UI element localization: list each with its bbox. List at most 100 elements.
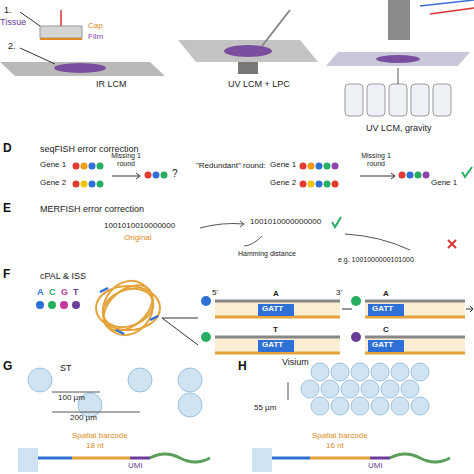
pipette xyxy=(262,10,290,46)
strand-end: 3' xyxy=(336,289,342,298)
gene-label: Gene 2 xyxy=(270,179,296,188)
step-number: 2. xyxy=(8,42,16,52)
laser-beam xyxy=(60,10,62,26)
fluor-dot xyxy=(351,332,361,342)
symbol: ? xyxy=(172,168,178,179)
film xyxy=(40,38,82,40)
spatial-barcode xyxy=(310,457,370,460)
oligo xyxy=(38,457,72,460)
bit-string: e.g. 1001000000101000 xyxy=(338,256,414,264)
part-name: UMI xyxy=(368,462,383,471)
cap xyxy=(40,26,82,38)
base-letter: A xyxy=(37,288,44,298)
fluor-dot xyxy=(201,296,211,306)
beam xyxy=(430,8,474,14)
arrow xyxy=(398,68,399,84)
arrow xyxy=(112,173,395,179)
method-label: Visium xyxy=(282,358,309,368)
dna-nanoball xyxy=(93,272,163,344)
panel-letter: H xyxy=(238,360,247,373)
base-letter: T xyxy=(273,326,278,335)
arrow xyxy=(342,306,473,312)
sequence: GATT xyxy=(372,305,393,314)
umi xyxy=(370,457,390,460)
dimension: 55 µm xyxy=(254,404,276,413)
sequence: GATT xyxy=(372,341,393,350)
leader-line xyxy=(20,48,55,64)
part-name: Spatial barcode xyxy=(72,432,128,441)
part-name: Tissue xyxy=(0,18,26,28)
check-mark xyxy=(462,167,472,177)
tissue xyxy=(224,45,272,57)
part-name: Film xyxy=(88,33,103,42)
glass-slide xyxy=(0,62,165,76)
leader-line xyxy=(162,318,198,319)
bead xyxy=(18,448,38,472)
poly-t xyxy=(150,454,210,462)
color-dots xyxy=(36,301,80,309)
dimension: 100 µm xyxy=(58,394,85,403)
bead xyxy=(252,448,272,472)
spatial-barcode xyxy=(72,457,130,460)
method-label: ST xyxy=(60,364,72,374)
bit-string: 1001010010000000 xyxy=(104,222,175,231)
part-name: Spatial barcode xyxy=(312,432,368,441)
glass-slide xyxy=(326,52,470,66)
gene-label: Gene 2 xyxy=(40,179,66,188)
sequence: GATT xyxy=(262,305,283,314)
panel-letter: F xyxy=(3,268,10,281)
gene-label: Gene 1 xyxy=(431,179,457,188)
base-letter: C xyxy=(49,288,56,298)
arrow-label: Missing 1 round xyxy=(356,152,396,167)
tissue xyxy=(376,55,420,63)
base-letter: A xyxy=(273,290,279,299)
part-name: UMI xyxy=(128,462,143,471)
dimension-line xyxy=(288,382,289,400)
strand-end: 5' xyxy=(212,289,218,298)
cross-mark xyxy=(448,240,456,248)
part-name: 18 nt xyxy=(86,442,104,451)
panel-letter: G xyxy=(3,360,12,373)
base-letter: G xyxy=(61,288,68,298)
poly-t xyxy=(390,454,450,462)
method-label: UV LCM + LPC xyxy=(228,80,290,90)
base-letter: C xyxy=(383,326,389,335)
part-name: 16 nt xyxy=(326,442,344,451)
gene-label: Gene 1 xyxy=(40,161,66,170)
dna-ladder xyxy=(215,301,465,353)
note: Hamming distance xyxy=(238,250,296,258)
base-letter: A xyxy=(383,290,389,299)
beam xyxy=(420,0,474,6)
objective xyxy=(238,62,258,74)
panel-letter: E xyxy=(3,202,11,215)
leader-line xyxy=(162,318,198,345)
arrow xyxy=(345,234,410,250)
probe xyxy=(100,288,158,334)
method-label: UV LCM, gravity xyxy=(366,124,432,134)
gene-label: Gene 1 xyxy=(270,161,296,170)
note: Original xyxy=(124,234,152,243)
method-label: IR LCM xyxy=(96,80,127,90)
capture-spot xyxy=(301,363,429,415)
dimension: 200 µm xyxy=(70,414,97,423)
bit-string: 1001010000000000 xyxy=(250,218,321,227)
step-number: 1. xyxy=(4,6,12,16)
fluor-dot xyxy=(201,332,211,342)
part-name: Cap xyxy=(88,22,103,31)
objective xyxy=(388,0,410,40)
glass-slide xyxy=(178,40,318,62)
tube-strip xyxy=(345,84,451,116)
oligo xyxy=(272,457,310,460)
arrow-label: Missing 1 round xyxy=(106,152,146,167)
umi xyxy=(130,457,150,460)
base-letter: T xyxy=(73,288,79,298)
fluor-dot xyxy=(351,296,361,306)
capture-spot xyxy=(28,368,202,417)
sequence: GATT xyxy=(262,341,283,350)
panel-letter: D xyxy=(3,142,12,155)
tissue xyxy=(54,63,106,73)
panel-title: MERFISH error correction xyxy=(40,205,144,215)
dimension-line xyxy=(52,392,140,412)
